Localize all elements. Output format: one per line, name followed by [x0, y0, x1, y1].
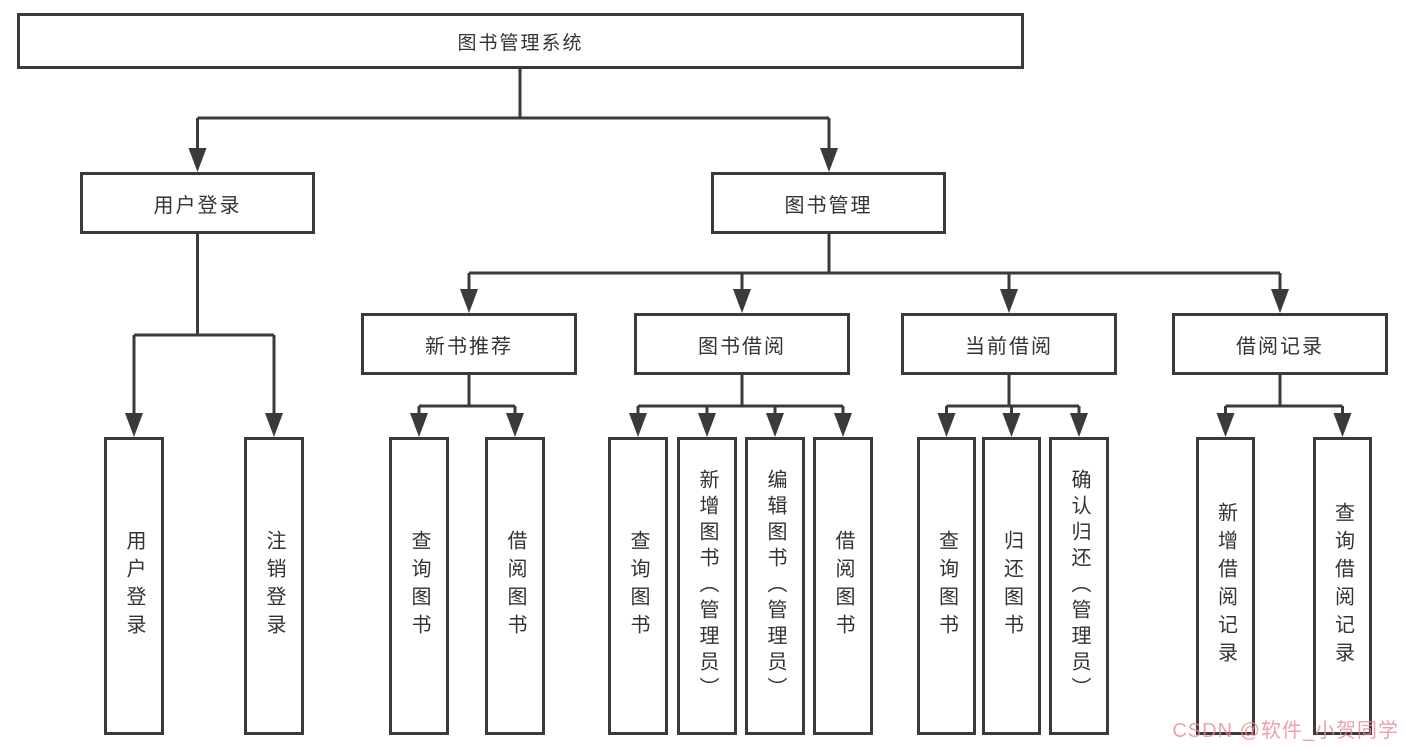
leaf-logout: 注销登录 — [244, 437, 304, 735]
node-label: 查询图书 — [408, 530, 430, 642]
arrowhead-icons — [125, 148, 1352, 437]
node-label: 图书管理系统 — [457, 32, 584, 54]
node-label: 当前借阅 — [965, 335, 1053, 358]
node-book-management: 图书管理 — [711, 172, 946, 234]
node-label: 借阅记录 — [1236, 335, 1324, 358]
csdn-watermark: CSDN @软件_小贺同学 — [1172, 720, 1399, 742]
node-new-book-recommend: 新书推荐 — [361, 313, 577, 375]
node-label: 用户登录 — [153, 194, 242, 217]
leaf-edit-books-admin: 编辑图书（管理员） — [745, 437, 805, 735]
leaf-query-borrow-record: 查询借阅记录 — [1313, 437, 1372, 735]
leaf-user-login: 用户登录 — [104, 437, 164, 735]
node-label: 查询借阅记录 — [1331, 502, 1354, 670]
node-label: 注销登录 — [263, 530, 285, 642]
node-current-borrow: 当前借阅 — [901, 313, 1117, 375]
node-label: 新书推荐 — [425, 335, 513, 358]
node-label: 归还图书 — [1000, 530, 1023, 642]
leaf-confirm-return-admin: 确认归还（管理员） — [1049, 437, 1109, 735]
node-system-root: 图书管理系统 — [17, 13, 1024, 69]
node-label: 编辑图书（管理员） — [764, 469, 786, 703]
node-user-login: 用户登录 — [80, 172, 315, 234]
leaf-add-books-admin: 新增图书（管理员） — [677, 437, 737, 735]
node-book-borrow: 图书借阅 — [634, 313, 850, 375]
node-borrow-records: 借阅记录 — [1172, 313, 1388, 375]
node-label: 新增图书（管理员） — [696, 469, 718, 703]
node-label: 借阅图书 — [504, 530, 526, 642]
node-label: 用户登录 — [123, 530, 145, 642]
leaf-return-books: 归还图书 — [982, 437, 1041, 735]
leaf-borrow-books: 借阅图书 — [485, 437, 545, 735]
leaf-query-books: 查询图书 — [917, 437, 976, 735]
node-label: 新增借阅记录 — [1214, 502, 1237, 670]
leaf-query-books: 查询图书 — [389, 437, 449, 735]
leaf-borrow-books: 借阅图书 — [813, 437, 873, 735]
node-label: 确认归还（管理员） — [1068, 469, 1090, 703]
node-label: 查询图书 — [935, 530, 958, 642]
node-label: 图书管理 — [784, 194, 873, 217]
leaf-query-books: 查询图书 — [608, 437, 668, 735]
node-label: 图书借阅 — [698, 335, 786, 358]
node-label: 查询图书 — [627, 530, 649, 642]
node-label: 借阅图书 — [832, 530, 854, 642]
leaf-add-borrow-record: 新增借阅记录 — [1196, 437, 1255, 735]
tree-edges — [132, 69, 1344, 417]
